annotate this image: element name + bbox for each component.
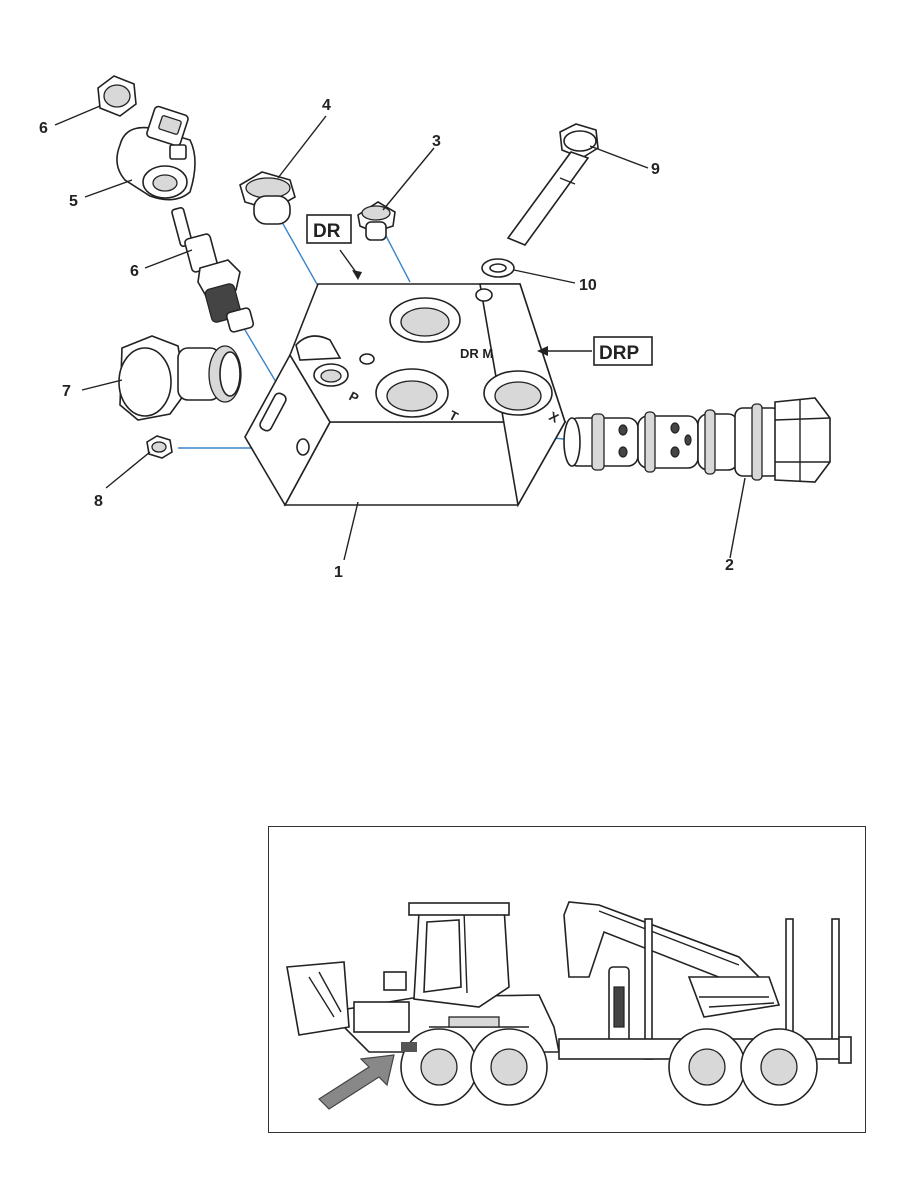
bolt-part-9 (506, 123, 599, 246)
callout-9: 9 (651, 161, 660, 178)
callout-7: 7 (62, 383, 71, 400)
tag-dr: DR (306, 214, 362, 280)
tag-drp: DRP (537, 336, 653, 366)
plug-part-4 (239, 171, 296, 225)
location-arrow (318, 1054, 395, 1110)
vehicle-location-inset (268, 826, 866, 1133)
tag-dr-label: DR (313, 221, 341, 242)
valve-location-marker (401, 1042, 417, 1052)
callout-1: 1 (334, 564, 343, 581)
callout-3: 3 (432, 133, 441, 150)
callout-4: 4 (322, 97, 331, 114)
tag-drp-label: DRP (599, 343, 639, 364)
engine-hood (286, 961, 410, 1036)
callout-6-top: 6 (39, 120, 48, 137)
wheels (400, 1028, 818, 1106)
nut-part-6-top (97, 75, 137, 117)
forwarder-machine-illustration (286, 901, 852, 1110)
plug-part-3 (357, 201, 396, 241)
callout-leaders (54, 105, 746, 561)
callout-10: 10 (579, 277, 597, 294)
callout-2: 2 (725, 557, 734, 574)
washer-part-10 (481, 258, 515, 278)
operator-cab (408, 902, 510, 1008)
callout-8: 8 (94, 493, 103, 510)
solenoid-coil-part-5 (116, 105, 196, 201)
plug-part-7 (118, 335, 242, 421)
exploded-parts-diagram: P T DR M X (39, 75, 831, 581)
crane-boom (563, 901, 781, 1048)
callout-5: 5 (69, 193, 78, 210)
valve-block-part-1: P T DR M X (244, 283, 567, 508)
port-label-drm: DR M (460, 346, 493, 361)
spool-cartridge-part-2 (563, 397, 831, 483)
plug-part-8 (146, 435, 173, 459)
cartridge-valve-part-6 (171, 206, 255, 333)
callout-6-lower: 6 (130, 263, 139, 280)
callout-numbers: 6 5 6 7 8 4 3 9 10 1 2 (39, 97, 734, 581)
